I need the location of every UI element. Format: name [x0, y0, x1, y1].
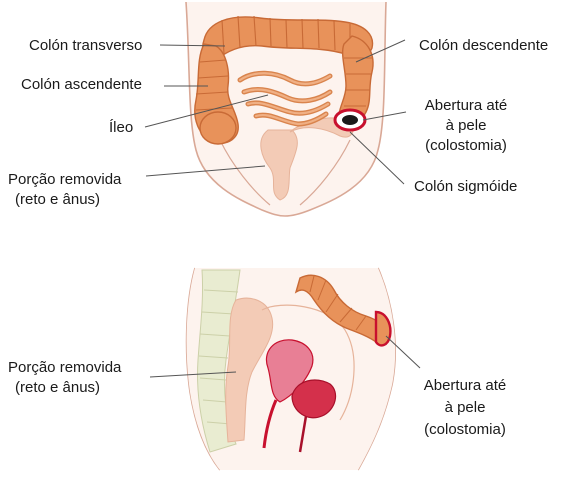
cecum — [200, 112, 236, 144]
label-colon-ascendente: Colón ascendente — [21, 76, 142, 94]
label-abertura-1-top: Abertura até — [406, 97, 526, 115]
label-colon-descendente: Colón descendente — [419, 37, 548, 55]
label-porcao-removida-bottom: Porção removida — [8, 359, 121, 377]
stoma-opening-top — [342, 115, 358, 125]
label-colon-transverso: Colón transverso — [29, 37, 142, 55]
label-porcao-removida-sub-top: (reto e ânus) — [15, 191, 100, 209]
label-abertura-3-bottom: (colostomia) — [405, 421, 525, 439]
sagittal-pelvis-illustration — [187, 268, 396, 470]
label-abertura-3-top: (colostomia) — [406, 137, 526, 155]
label-abertura-2-top: à pele — [406, 117, 526, 135]
label-porcao-removida-sub-bottom: (reto e ânus) — [15, 379, 100, 397]
label-ileo: Íleo — [109, 119, 133, 137]
label-abertura-2-bottom: à pele — [405, 399, 525, 417]
label-abertura-1-bottom: Abertura até — [405, 377, 525, 395]
label-colon-sigmoide: Colón sigmóide — [414, 178, 517, 196]
bladder — [292, 380, 336, 418]
label-porcao-removida-top: Porção removida — [8, 171, 121, 189]
